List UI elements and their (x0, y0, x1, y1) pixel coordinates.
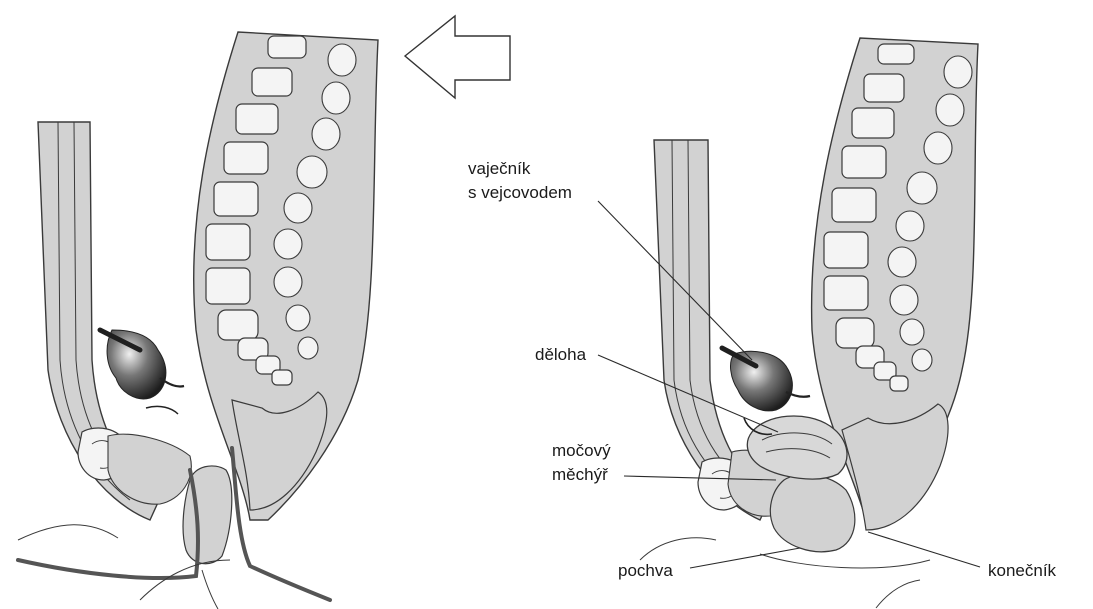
label-bladder-line2: měchýř (552, 464, 608, 485)
label-ovary-line2: s vejcovodem (468, 182, 572, 203)
right-pelvis-illustration (640, 38, 978, 608)
label-rectum: konečník (988, 560, 1056, 581)
left-pelvis-illustration (18, 32, 378, 609)
label-bladder-line1: močový (552, 440, 611, 461)
leader-vagina (690, 548, 800, 568)
label-vagina: pochva (618, 560, 673, 581)
right-vagina (770, 475, 855, 552)
right-rectum (842, 404, 948, 530)
label-uterus: děloha (535, 344, 586, 365)
label-ovary-line1: vaječník (468, 158, 530, 179)
left-arrow-icon (405, 16, 510, 98)
